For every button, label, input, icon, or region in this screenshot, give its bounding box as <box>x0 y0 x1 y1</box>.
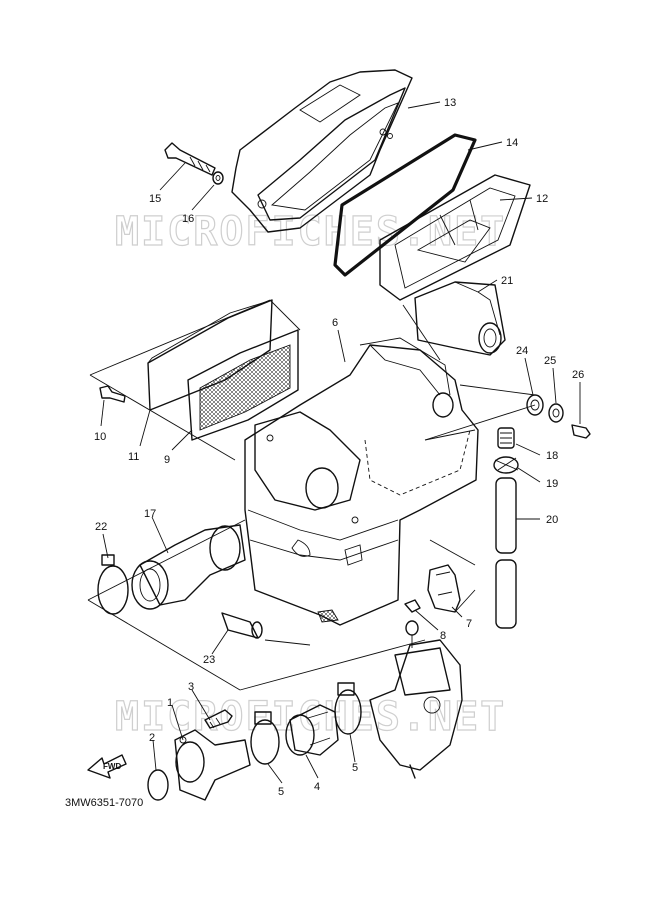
part-number-labels: 13 14 12 21 15 16 6 24 25 26 10 11 9 18 … <box>94 97 584 798</box>
label-12: 12 <box>536 193 548 205</box>
label-5-left: 5 <box>278 786 284 798</box>
label-2: 2 <box>149 732 155 744</box>
label-14: 14 <box>506 137 518 149</box>
part-8-bolt <box>404 599 421 613</box>
part-26-bolt <box>571 424 591 439</box>
carburetor <box>369 620 463 779</box>
part-2-o-ring <box>147 769 169 801</box>
label-5-right: 5 <box>352 762 358 774</box>
part-4-joint <box>285 704 339 756</box>
label-23: 23 <box>203 654 215 666</box>
label-9: 9 <box>164 454 170 466</box>
fwd-arrow-icon: FWD <box>87 754 127 779</box>
label-16: 16 <box>182 213 194 225</box>
label-18: 18 <box>546 450 558 462</box>
label-11: 11 <box>128 451 139 463</box>
part-17-joint <box>131 524 246 610</box>
part-16-washer <box>212 171 224 185</box>
part-13-air-cleaner-cover <box>231 69 413 233</box>
label-19: 19 <box>546 478 558 490</box>
label-24: 24 <box>516 345 528 357</box>
watermark-top: MICROFICHES.NET <box>115 209 506 255</box>
diagram-code: 3MW6351-7070 <box>65 797 143 809</box>
part-21-element <box>414 281 506 356</box>
label-1: 1 <box>167 697 173 709</box>
part-20-drain-hose <box>495 477 517 629</box>
callout-leaders <box>100 101 581 784</box>
label-8: 8 <box>440 630 446 642</box>
label-4: 4 <box>314 781 320 793</box>
part-22-clamp <box>97 554 129 615</box>
label-10: 10 <box>94 431 106 443</box>
part-14-gasket <box>333 133 477 277</box>
label-6: 6 <box>332 317 338 329</box>
part-10-bolt <box>99 385 126 403</box>
label-3: 3 <box>188 681 194 693</box>
label-15: 15 <box>149 193 161 205</box>
label-17: 17 <box>144 508 156 520</box>
part-5-clamp-b <box>250 711 280 765</box>
label-25: 25 <box>544 355 556 367</box>
label-22: 22 <box>95 521 107 533</box>
part-25-collar <box>548 403 564 423</box>
label-20: 20 <box>546 514 558 526</box>
reference-lines <box>87 299 536 691</box>
part-18-plug <box>497 427 515 449</box>
part-9-screen <box>187 329 299 441</box>
label-26: 26 <box>572 369 584 381</box>
fwd-label: FWD <box>103 762 121 771</box>
part-15-bolt <box>164 142 216 176</box>
part-19-clamp <box>493 456 519 474</box>
part-23-pipe <box>221 612 263 639</box>
part-7-bracket <box>427 564 461 613</box>
label-13: 13 <box>444 97 456 109</box>
label-7: 7 <box>466 618 472 630</box>
part-6-air-cleaner-case <box>244 337 479 626</box>
part-1-manifold <box>174 729 251 801</box>
part-12-element-frame <box>379 174 531 301</box>
label-21: 21 <box>501 275 513 287</box>
part-3-bolt <box>204 709 233 729</box>
